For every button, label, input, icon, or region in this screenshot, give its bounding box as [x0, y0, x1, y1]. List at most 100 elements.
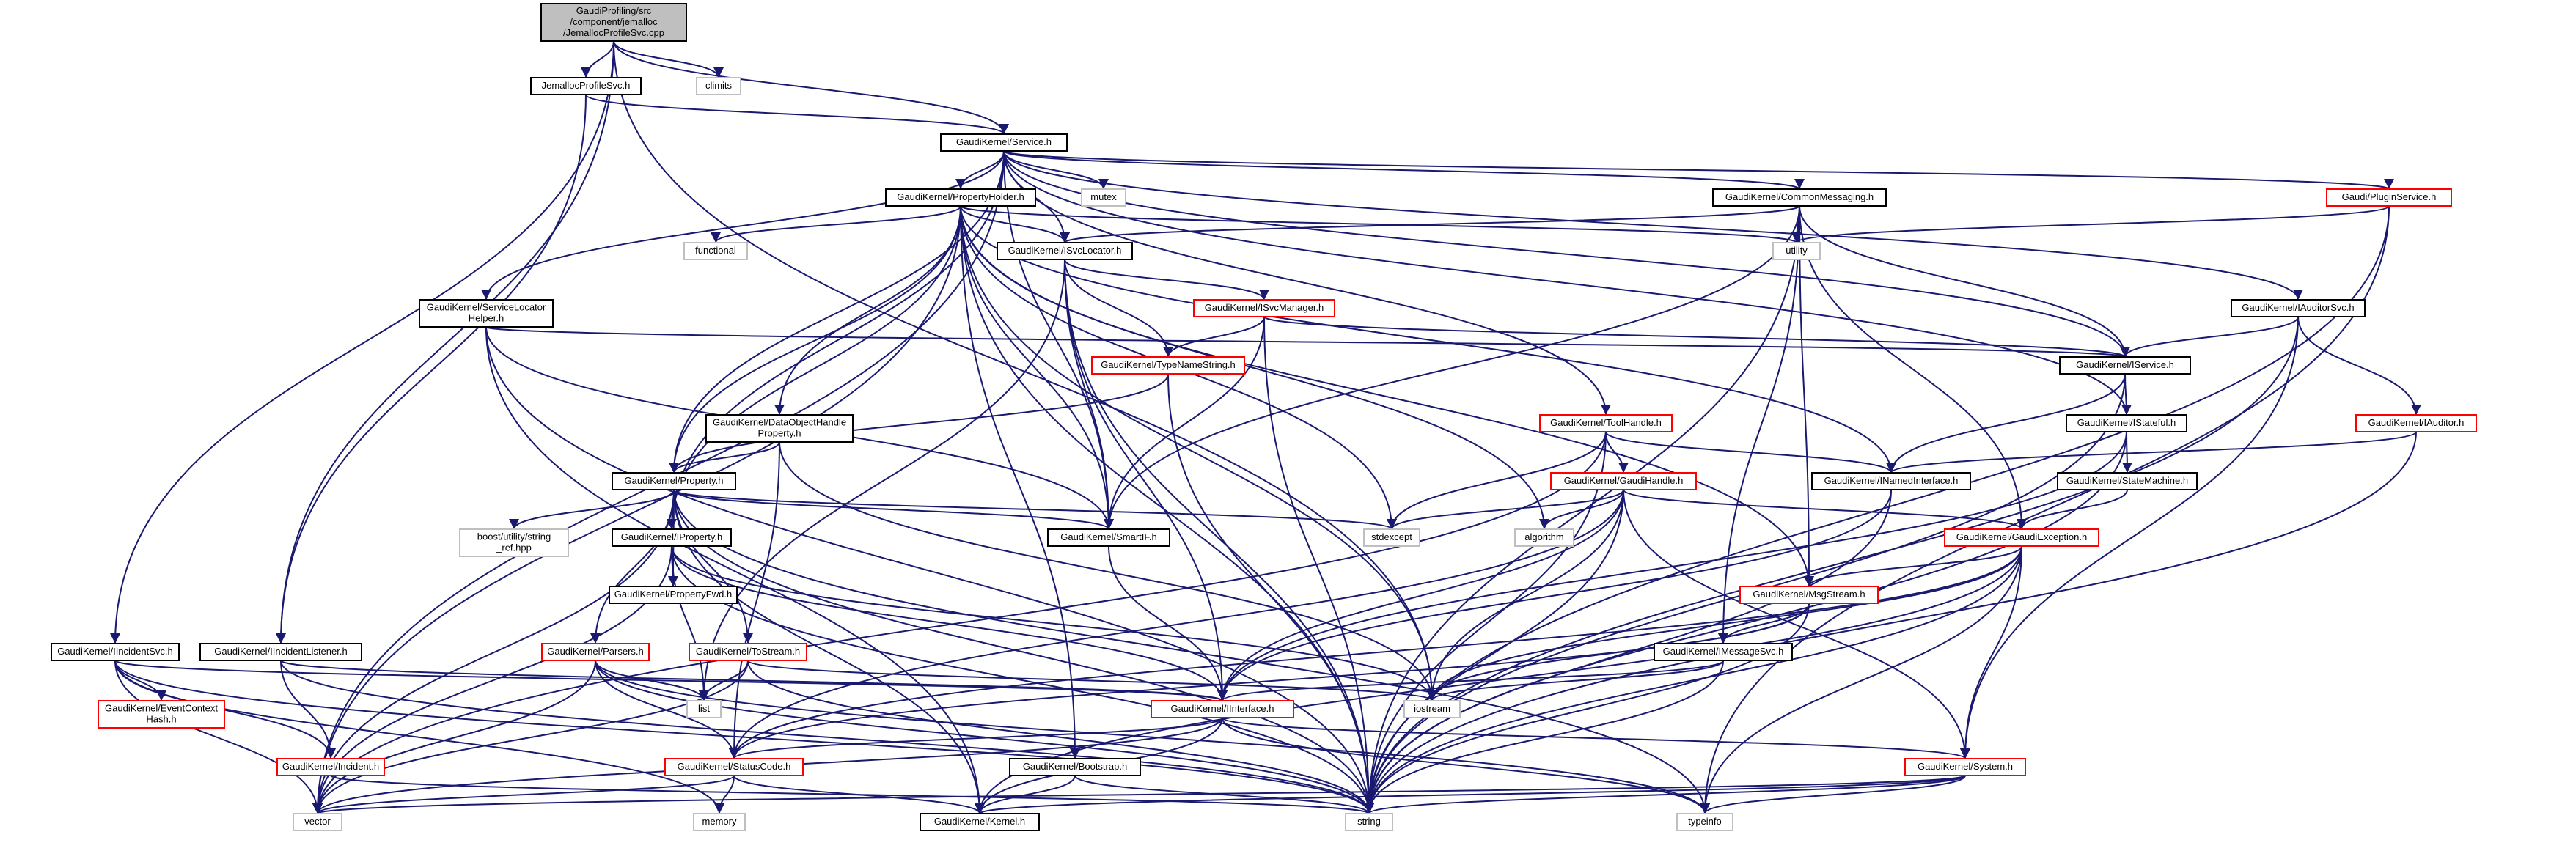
node-label-typeinfo: typeinfo — [1688, 816, 1722, 827]
node-label-iincidentsvc: GaudiKernel/IIncidentSvc.h — [57, 646, 173, 657]
edge-isvclocator-to-iinterface — [1064, 259, 1228, 701]
node-box-isvclocator — [997, 242, 1133, 260]
edge-gaudiexc-to-system — [1960, 545, 2022, 759]
edge-service-to-iservice — [1003, 150, 2130, 358]
node-box-isvcmgr — [1193, 299, 1335, 317]
edge-toolhandle-to-string — [1364, 431, 1607, 814]
node-label-iinterface: GaudiKernel/IInterface.h — [1171, 703, 1274, 714]
node-toolhandle[interactable]: GaudiKernel/ToolHandle.h — [1539, 414, 1673, 432]
node-service[interactable]: GaudiKernel/Service.h — [940, 133, 1068, 152]
edge-isvcmgr-to-typename — [1163, 316, 1265, 358]
node-iincident[interactable]: GaudiKernel/Incident.h — [276, 758, 385, 776]
edge-propholder-to-iostream — [960, 205, 1437, 701]
node-propholder[interactable]: GaudiKernel/PropertyHolder.h — [885, 188, 1036, 207]
node-label-iauditorsvc: GaudiKernel/IAuditorSvc.h — [2242, 302, 2354, 313]
node-label-iincidentlst: GaudiKernel/IIncidentListener.h — [214, 646, 347, 657]
node-statuscode[interactable]: GaudiKernel/StatusCode.h — [664, 758, 804, 776]
edge-dataobjhandle-to-property — [669, 441, 780, 474]
edge-gaudihandle-to-system — [1623, 489, 1970, 759]
node-label-eventctx: Hash.h — [146, 714, 176, 725]
edge-property-to-tostream — [673, 489, 753, 644]
node-gaudiexc[interactable]: GaudiKernel/GaudiException.h — [1944, 528, 2099, 547]
node-label-typename: GaudiKernel/TypeNameString.h — [1101, 359, 1236, 370]
node-iservice[interactable]: GaudiKernel/IService.h — [2059, 356, 2191, 375]
node-label-toolhandle: GaudiKernel/ToolHandle.h — [1550, 417, 1662, 428]
node-box-typeinfo — [1676, 813, 1733, 831]
node-label-dataobjhandle: Property.h — [757, 428, 801, 439]
node-iincidentlst[interactable]: GaudiKernel/IIncidentListener.h — [199, 643, 362, 661]
node-box-utility — [1772, 242, 1821, 260]
node-iauditorsvc[interactable]: GaudiKernel/IAuditorSvc.h — [2231, 299, 2366, 317]
node-label-propfwd: GaudiKernel/PropertyFwd.h — [614, 589, 732, 600]
edge-parsers-to-string — [595, 660, 1374, 814]
node-box-stdexcept — [1363, 528, 1420, 547]
node-pluginsvc[interactable]: Gaudi/PluginService.h — [2326, 188, 2452, 207]
node-box-statemachine — [2057, 472, 2198, 490]
node-box-iincidentlst — [199, 643, 362, 661]
node-kernel[interactable]: GaudiKernel/Kernel.h — [920, 813, 1040, 831]
node-iproperty[interactable]: GaudiKernel/IProperty.h — [612, 528, 732, 547]
edge-propholder-to-property — [669, 205, 961, 474]
edge-pluginsvc-to-utility — [1791, 205, 2390, 243]
node-box-iservice — [2059, 356, 2191, 375]
node-istateful[interactable]: GaudiKernel/IStateful.h — [2066, 414, 2187, 432]
edge-service-to-pluginsvc — [1003, 150, 2393, 190]
edge-system-to-string — [1364, 775, 1966, 814]
edge-iincidentlst-to-iincident — [280, 660, 336, 759]
node-label-iservice: GaudiKernel/IService.h — [2076, 359, 2174, 370]
edge-jemprof-to-iincidentlst — [276, 94, 587, 644]
edge-msgstream-to-statuscode — [729, 603, 1810, 759]
node-commonmsg[interactable]: GaudiKernel/CommonMessaging.h — [1712, 188, 1887, 207]
edge-iproperty-to-list — [671, 545, 709, 701]
edge-iinterface-to-typeinfo — [1222, 717, 1710, 814]
node-box-boostutil — [459, 528, 569, 557]
edge-propholder-to-bootstrap — [960, 205, 1080, 759]
node-iincidentsvc[interactable]: GaudiKernel/IIncidentSvc.h — [51, 643, 180, 661]
edge-iincidentlst-to-iinterface — [280, 660, 1228, 701]
node-iauditor[interactable]: GaudiKernel/IAuditor.h — [2355, 414, 2477, 432]
node-inamed[interactable]: GaudiKernel/INamedInterface.h — [1811, 472, 1971, 490]
edge-iincidentsvc-to-string — [114, 660, 1374, 814]
edge-propholder-to-dataobjhandle — [774, 205, 961, 416]
node-box-mutex — [1081, 188, 1126, 207]
edge-statuscode-to-vector — [312, 775, 735, 814]
edge-smartif-to-iinterface — [1108, 545, 1228, 701]
edge-gaudihandle-to-iostream — [1427, 489, 1624, 701]
node-gaudihandle[interactable]: GaudiKernel/GaudiHandle.h — [1550, 472, 1697, 490]
node-msgstream[interactable]: GaudiKernel/MsgStream.h — [1739, 586, 1879, 604]
edge-iincidentsvc-to-vector — [114, 660, 323, 814]
edge-root-to-iincidentlst — [276, 40, 614, 644]
node-smartif[interactable]: GaudiKernel/SmartIF.h — [1047, 528, 1170, 547]
node-isvclocator[interactable]: GaudiKernel/ISvcLocator.h — [997, 242, 1133, 260]
node-statemachine[interactable]: GaudiKernel/StateMachine.h — [2057, 472, 2198, 490]
edge-gaudiexc-to-iostream — [1427, 545, 2022, 701]
node-iinterface[interactable]: GaudiKernel/IInterface.h — [1151, 700, 1294, 718]
edge-commonmsg-to-smartif — [1104, 205, 1800, 530]
node-label-imessagesvc: GaudiKernel/IMessageSvc.h — [1663, 646, 1784, 657]
node-label-iostream: iostream — [1414, 703, 1450, 714]
node-root[interactable]: GaudiProfiling/src/component/jemalloc/Je… — [540, 3, 687, 42]
node-imessagesvc[interactable]: GaudiKernel/IMessageSvc.h — [1654, 643, 1793, 661]
node-label-system: GaudiKernel/System.h — [1918, 761, 2013, 772]
node-box-property — [612, 472, 736, 490]
node-typename[interactable]: GaudiKernel/TypeNameString.h — [1091, 356, 1245, 375]
edge-gaudiexc-to-string — [1364, 545, 2022, 814]
edge-root-to-climits — [613, 40, 724, 78]
node-jemprof[interactable]: JemallocProfileSvc.h — [530, 77, 642, 95]
edge-svclochelper-to-iservice — [485, 326, 2129, 358]
node-property[interactable]: GaudiKernel/Property.h — [612, 472, 736, 490]
node-parsers[interactable]: GaudiKernel/Parsers.h — [541, 643, 650, 661]
node-typeinfo: typeinfo — [1676, 813, 1733, 831]
node-bootstrap[interactable]: GaudiKernel/Bootstrap.h — [1009, 758, 1141, 776]
node-tostream[interactable]: GaudiKernel/ToStream.h — [689, 643, 807, 661]
node-propfwd[interactable]: GaudiKernel/PropertyFwd.h — [609, 586, 738, 604]
node-label-tostream: GaudiKernel/ToStream.h — [696, 646, 800, 657]
node-isvcmgr[interactable]: GaudiKernel/ISvcManager.h — [1193, 299, 1335, 317]
node-label-algorithm: algorithm — [1524, 531, 1563, 542]
edge-propholder-to-iproperty — [667, 205, 961, 530]
node-system[interactable]: GaudiKernel/System.h — [1904, 758, 2026, 776]
edge-root-to-iincidentsvc — [110, 40, 614, 644]
